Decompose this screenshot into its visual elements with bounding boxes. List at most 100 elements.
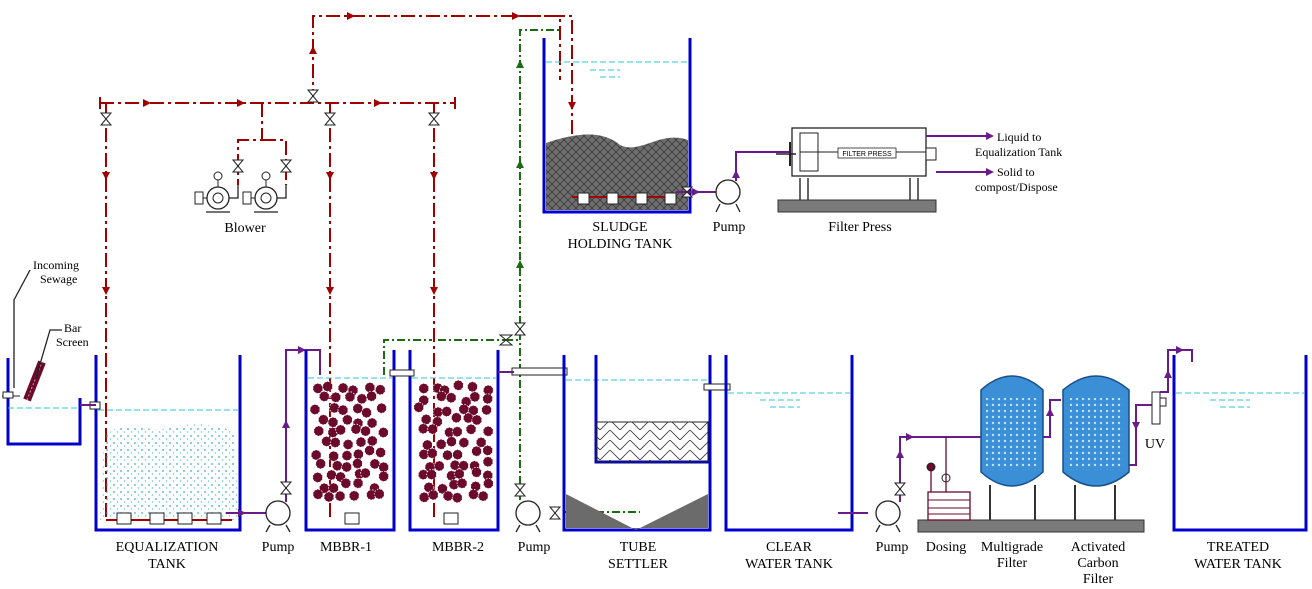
air-valve[interactable] (323, 112, 337, 126)
incoming-sewage-label-1: Incoming (33, 258, 79, 272)
bar-screen[interactable] (23, 360, 46, 402)
media-carrier (373, 488, 385, 500)
media-carrier (482, 456, 494, 468)
media-carrier (366, 417, 378, 429)
media-carrier (427, 423, 439, 435)
media-carrier (328, 402, 340, 414)
clear-water-tank-label-1: CLEAR (766, 540, 813, 555)
media-carrier (364, 445, 376, 456)
treated-water-tank[interactable] (1172, 355, 1308, 532)
mbbr-2-tank[interactable] (389, 350, 500, 532)
media-carrier (427, 489, 439, 501)
media-carrier (426, 447, 438, 459)
equalization-diffusers (106, 512, 232, 525)
equalization-tank[interactable] (80, 355, 242, 532)
inlet-channel (2, 358, 82, 446)
clear-water-tank[interactable] (724, 355, 868, 532)
clear-water-tank-label-2: WATER TANK (745, 557, 833, 572)
pump-label: Pump (713, 220, 746, 235)
media-carrier (312, 488, 324, 500)
media-carrier (471, 445, 483, 457)
air-distribution-lines (99, 12, 576, 520)
media-carrier (470, 480, 482, 492)
media-carrier (446, 436, 457, 448)
media-carrier (421, 439, 433, 451)
dosing-label: Dosing (926, 540, 966, 555)
activated-carbon-label-3: Filter (1083, 572, 1114, 587)
blower-unit[interactable] (242, 171, 287, 213)
media-carrier (341, 461, 353, 473)
mbbr-2-label: MBBR-2 (432, 540, 484, 555)
mbbr-2-media (413, 379, 494, 504)
multigrade-filter-label-2: Filter (997, 556, 1028, 571)
media-carrier (317, 414, 329, 426)
media-carrier (442, 490, 454, 502)
liquid-out-label-2: Equalization Tank (975, 145, 1062, 159)
blower-pair[interactable] (194, 171, 287, 213)
media-carrier (451, 492, 463, 504)
incoming-sewage-label-2: Sewage (40, 272, 77, 286)
media-carrier (482, 469, 494, 481)
bar-screen-label-2: Screen (56, 335, 89, 349)
media-carrier (482, 478, 494, 489)
media-carrier (329, 437, 341, 448)
activated-carbon-label-2: Carbon (1077, 556, 1118, 571)
pump-label: Pump (262, 540, 295, 555)
media-carrier (471, 414, 483, 426)
air-valve[interactable] (427, 112, 441, 126)
multigrade-filter-label-1: Multigrade (981, 540, 1043, 555)
transfer-pump-1[interactable] (226, 346, 321, 533)
transfer-pump-3[interactable] (875, 433, 985, 533)
media-carrier (482, 444, 494, 456)
media-carrier (374, 384, 386, 396)
media-carrier (469, 391, 481, 403)
air-valve[interactable] (306, 89, 320, 103)
pump-label: Pump (876, 540, 909, 555)
media-carrier (328, 450, 340, 462)
media-carrier (335, 424, 347, 436)
media-carrier (452, 449, 464, 461)
media-carrier (441, 406, 453, 417)
media-carrier (418, 491, 430, 503)
filter-press[interactable]: FILTER PRESS (776, 127, 994, 213)
liquid-out-label-1: Liquid to (997, 130, 1041, 144)
sludge-holding-tank[interactable] (542, 38, 692, 214)
mbbr-1-label: MBBR-1 (320, 540, 372, 555)
air-valve[interactable] (231, 159, 293, 173)
sludge-pump[interactable] (676, 151, 790, 213)
tube-settler[interactable] (562, 355, 731, 532)
media-carrier (420, 413, 432, 425)
media-carrier (330, 391, 342, 403)
media-carrier (375, 447, 387, 458)
media-carrier (312, 382, 324, 394)
media-carrier (326, 469, 337, 481)
media-carrier (417, 423, 429, 435)
media-carrier (482, 425, 494, 437)
media-carrier (462, 412, 474, 424)
media-carrier (352, 458, 363, 469)
media-carrier (477, 490, 489, 502)
media-carrier (456, 477, 468, 489)
bar-screen-label-1: Bar (64, 321, 81, 335)
media-carrier (378, 470, 390, 482)
media-carrier (437, 483, 448, 495)
media-carrier (435, 438, 447, 450)
activated-carbon-filter[interactable] (1062, 375, 1152, 520)
media-carrier (467, 381, 478, 393)
media-carrier (378, 461, 390, 473)
media-carrier (432, 406, 444, 418)
media-carrier (309, 404, 321, 415)
dosing-unit[interactable] (917, 437, 1145, 533)
uv-unit[interactable] (1151, 346, 1193, 425)
media-carrier (323, 491, 335, 503)
air-valve[interactable] (99, 112, 113, 126)
multigrade-filter[interactable] (980, 375, 1061, 520)
media-carrier (465, 423, 477, 435)
mbbr-1-tank[interactable] (304, 350, 396, 532)
media-carrier (458, 460, 470, 472)
transfer-pump-2[interactable] (513, 483, 562, 533)
treated-water-tank-label-1: TREATED (1207, 540, 1269, 555)
blower-unit[interactable] (194, 171, 239, 213)
equalization-tank-label-1: EQUALIZATION (116, 540, 219, 555)
media-carrier (331, 460, 343, 472)
